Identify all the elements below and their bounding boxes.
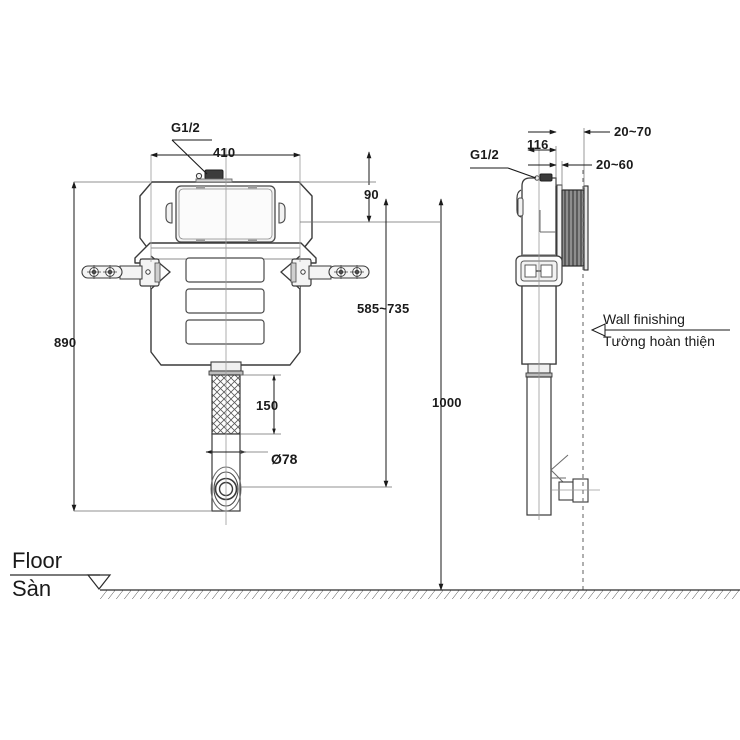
label-width-410: 410 xyxy=(213,145,236,160)
label-depth-116: 116 xyxy=(527,137,549,152)
floor-level-triangle-icon xyxy=(86,574,112,590)
leader-g-half-front xyxy=(171,139,212,175)
label-height-585-735: 585~735 xyxy=(357,301,410,316)
label-height-1000: 1000 xyxy=(432,395,462,410)
side-view-group xyxy=(515,150,600,592)
dim-890 xyxy=(71,181,212,512)
leader-g-half-side xyxy=(470,167,537,179)
label-wall-finishing-vi: Tường hoàn thiện xyxy=(603,333,715,349)
label-range-20-60: 20~60 xyxy=(596,157,634,172)
dim-150 xyxy=(240,374,281,435)
label-height-90: 90 xyxy=(364,187,379,202)
dim-20-70 xyxy=(528,128,610,188)
dim-90 xyxy=(300,151,440,223)
front-right-anchor-bracket xyxy=(290,258,370,287)
front-view-dimensions xyxy=(71,139,444,591)
dim-585-735 xyxy=(240,198,392,488)
label-range-20-70: 20~70 xyxy=(614,124,652,139)
label-floor-en: Floor xyxy=(12,548,63,573)
dim-20-60 xyxy=(528,161,592,190)
side-view-dimensions xyxy=(470,128,730,337)
label-diameter-78: Ø78 xyxy=(271,451,298,467)
floor-group xyxy=(10,574,740,599)
label-height-890: 890 xyxy=(54,335,77,350)
label-length-150: 150 xyxy=(256,398,279,413)
front-view-group xyxy=(81,148,370,525)
floor-hatch xyxy=(100,590,740,599)
front-left-anchor-bracket xyxy=(81,258,161,287)
label-floor-vi: Sàn xyxy=(12,576,52,601)
front-g-half-inlet-fitting xyxy=(195,169,233,183)
front-cistern-body xyxy=(134,242,317,366)
side-g-half-inlet-fitting xyxy=(534,173,553,182)
leader-wall-finishing xyxy=(590,323,730,337)
label-g-half-front: G1/2 xyxy=(171,120,200,135)
side-wall-flange xyxy=(556,184,589,272)
side-flush-pipe xyxy=(525,363,600,516)
label-g-half-side: G1/2 xyxy=(470,147,499,162)
label-wall-finishing-en: Wall finishing xyxy=(603,311,685,327)
